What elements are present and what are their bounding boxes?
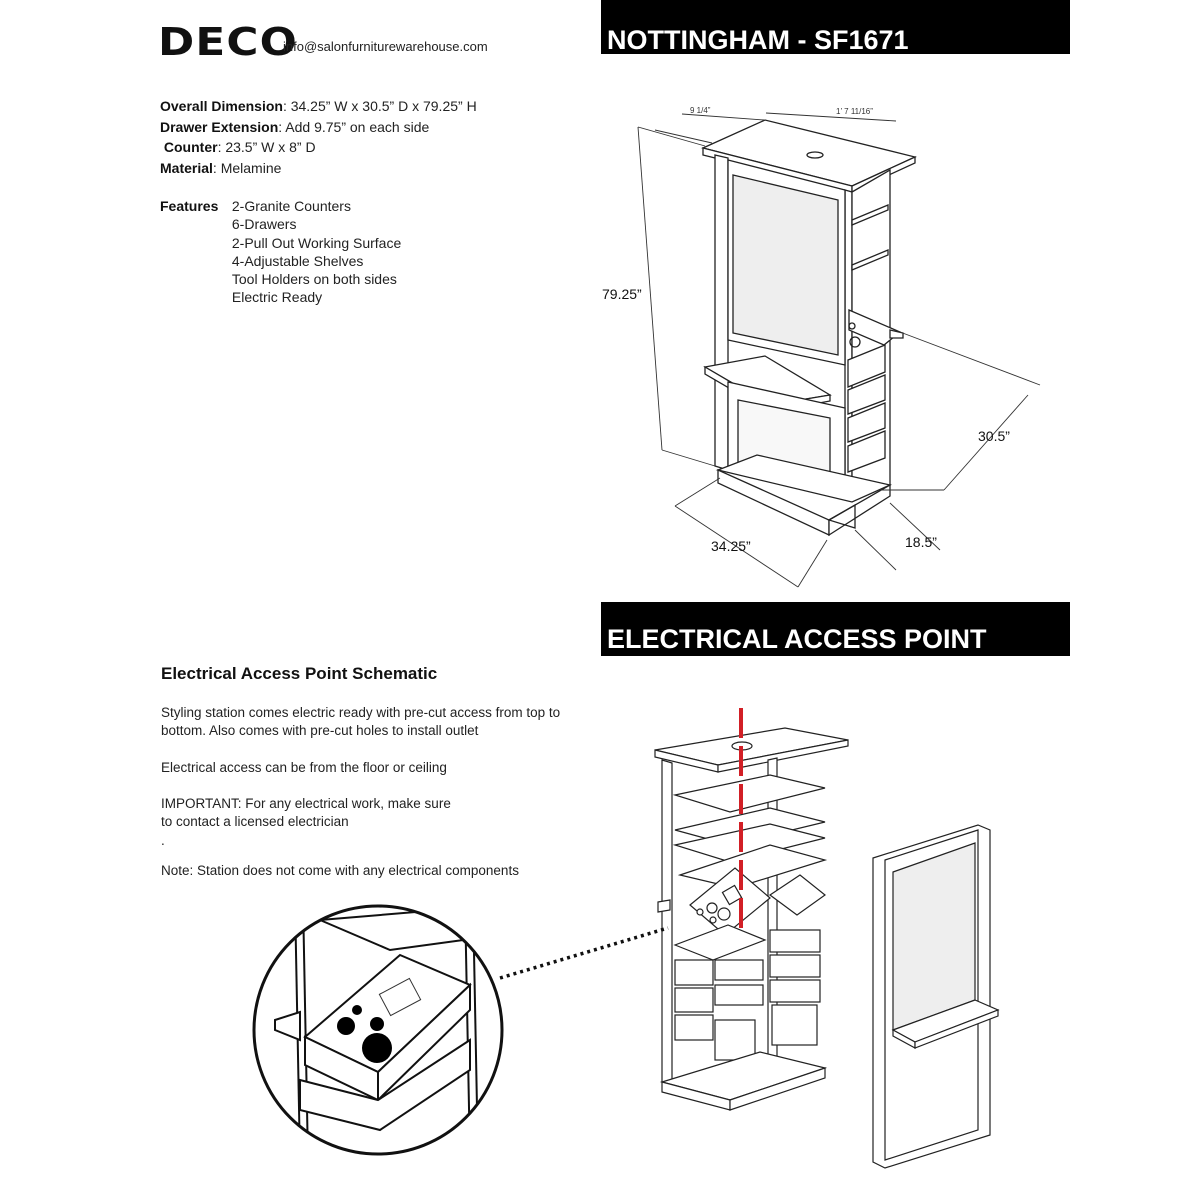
feature-item: 6-Drawers (231, 216, 297, 233)
electrical-paragraph-4: . (161, 833, 165, 848)
width-dimension: 34.25” (711, 538, 751, 554)
schematic-title: Electrical Access Point Schematic (161, 664, 438, 683)
station-dimension-drawing (637, 112, 1041, 588)
top-right-dimension: 1’ 7 11/16” (836, 107, 873, 116)
spec-overall-dimension: Overall Dimension: 34.25” W x 30.5” D x … (160, 98, 477, 114)
spec-drawer-extension: Drawer Extension: Add 9.75” on each side (160, 118, 430, 135)
feature-item: 2-Pull Out Working Surface (231, 234, 402, 251)
brand-logo: DECO (158, 20, 298, 64)
feature-item: Tool Holders on both sides (231, 271, 397, 288)
product-title-banner: NOTTINGHAM - SF1671 (601, 0, 1070, 55)
spec-material: Material: Melamine (160, 159, 282, 176)
electrical-banner: ELECTRICAL ACCESS POINT (601, 602, 1070, 656)
depth-dimension: 30.5” (978, 428, 1010, 444)
side-dimension: 18.5” (905, 534, 937, 550)
height-dimension: 79.25” (602, 286, 642, 302)
feature-item: 2-Granite Counters (231, 198, 351, 214)
feature-item: 4-Adjustable Shelves (231, 252, 364, 269)
features-label: Features (160, 198, 219, 214)
spec-list: Overall Dimension: 34.25” W x 30.5” D x … (160, 96, 477, 178)
electrical-paragraph-2: Electrical access can be from the floor … (161, 760, 447, 775)
spec-counter: Counter: 23.5” W x 8” D (163, 139, 316, 155)
feature-item: Electric Ready (231, 289, 323, 306)
features-list: 2-Granite Counters 6-Drawers 2-Pull Out … (232, 197, 401, 307)
electrical-paragraph-3: IMPORTANT: For any electrical work, make… (161, 796, 451, 829)
electrical-paragraph-5: Note: Station does not come with any ele… (161, 863, 519, 878)
top-left-dimension: 9 1/4” (690, 106, 711, 115)
features-block: Features 2-Granite Counters 6-Drawers 2-… (160, 197, 401, 307)
electrical-paragraph-1: Styling station comes electric ready wit… (161, 705, 561, 738)
contact-email: info@salonfurniturewarehouse.com (283, 39, 488, 54)
